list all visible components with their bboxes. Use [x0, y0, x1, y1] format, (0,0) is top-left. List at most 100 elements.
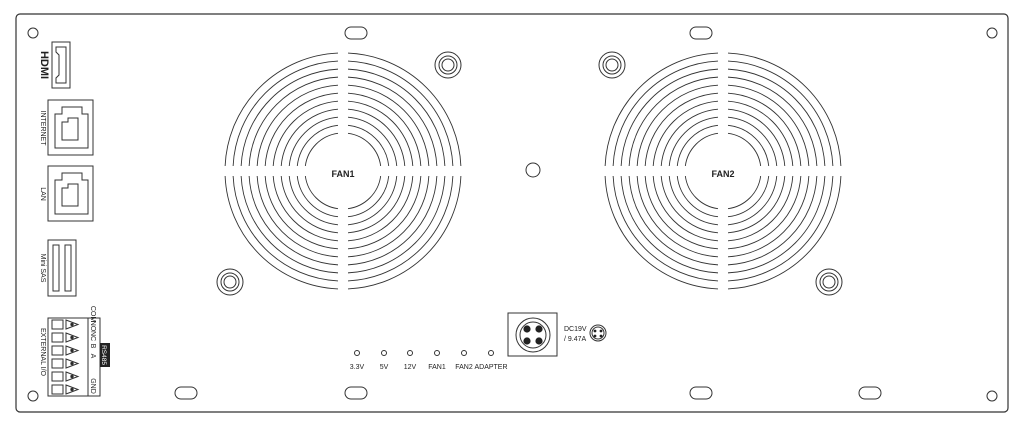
lan-label: LAN [39, 187, 46, 201]
terminal-label-com: COM [89, 306, 96, 323]
grille-arc [347, 60, 454, 167]
led-fan1 [434, 350, 440, 356]
internet-label: INTERNET [39, 111, 46, 147]
terminal-dot [70, 335, 74, 340]
grille-arc [684, 132, 719, 167]
slot-hole-top-1 [344, 26, 368, 40]
terminal-screw [51, 332, 64, 343]
grille-arc [347, 175, 454, 282]
grille-arc [727, 175, 770, 218]
grille-arc [264, 92, 339, 167]
minisas-label: Mini SAS [39, 254, 46, 283]
led-5v [381, 350, 387, 356]
grille-arc [347, 84, 430, 167]
grille-arc [684, 175, 719, 210]
grille-arc [727, 84, 810, 167]
grille-arc [256, 175, 339, 258]
corner-hole-bottom-left [27, 390, 39, 402]
standoff-screw-2 [598, 51, 626, 79]
grille-arc [304, 132, 339, 167]
grille-arc [644, 175, 719, 250]
terminal-label-b: B [89, 344, 96, 349]
fan1-label: FAN1 [331, 169, 354, 179]
center-mount-hole [525, 162, 541, 178]
terminal-clamp [65, 371, 80, 382]
grille-arc [347, 175, 390, 218]
terminal-dot [70, 348, 74, 353]
terminal-dot [70, 374, 74, 379]
grille-arc [727, 132, 762, 167]
power-polarity-icon [589, 324, 607, 342]
grille-arc [612, 175, 719, 282]
grille-arc [620, 175, 719, 274]
grille-arc [604, 175, 719, 290]
grille-arc [644, 92, 719, 167]
internet-port[interactable] [47, 99, 94, 156]
grille-arc [727, 100, 794, 167]
grille-arc [256, 84, 339, 167]
grille-arc [727, 92, 802, 167]
standoff-screw-3 [216, 268, 244, 296]
grille-arc [347, 175, 422, 250]
grille-arc [272, 175, 339, 242]
grille-arc [232, 175, 339, 282]
led-fan2 [461, 350, 467, 356]
grille-arc [288, 175, 339, 226]
led-label: 3.3V [350, 364, 365, 371]
terminal-screw [51, 358, 64, 369]
grille-arc [727, 116, 778, 167]
grille-arc [727, 175, 842, 290]
terminal-dot [70, 387, 74, 392]
grille-arc [347, 68, 446, 167]
grille-arc [612, 60, 719, 167]
grille-arc [727, 175, 810, 258]
rs485-badge [100, 343, 110, 367]
grille-arc [264, 175, 339, 250]
led-label: 12V [404, 364, 417, 371]
grille-arc [628, 175, 719, 266]
lan-port[interactable] [47, 165, 94, 222]
grille-arc [636, 175, 719, 258]
slot-hole-bottom-3 [689, 386, 713, 400]
dc-power-connector[interactable] [507, 312, 558, 357]
rs485-label: RS485 [100, 345, 107, 365]
terminal-screw [51, 345, 64, 356]
minisas-port[interactable] [47, 239, 77, 297]
terminal-dot [70, 322, 74, 327]
terminal-dot [70, 361, 74, 366]
grille-arc [347, 175, 398, 226]
power-rating-line1: DC19V [564, 326, 587, 333]
terminal-screw [51, 384, 64, 395]
grille-arc [604, 52, 719, 167]
hdmi-port[interactable] [51, 41, 71, 89]
grille-arc [224, 52, 339, 167]
grille-arc [727, 76, 818, 167]
grille-arc [652, 175, 719, 242]
grille-arc [660, 175, 719, 234]
grille-arc [676, 175, 719, 218]
terminal-label-a: A [89, 354, 96, 359]
grille-arc [727, 60, 834, 167]
grille-arc [676, 124, 719, 167]
grille-arc [347, 52, 462, 167]
external-io-label: EXTERNAL I/O [39, 328, 46, 377]
led-adapter [488, 350, 494, 356]
terminal-label-no: NO [89, 321, 96, 332]
hdmi-logo: HDMI [38, 51, 50, 79]
grille-arc [727, 175, 802, 250]
grille-arc [727, 52, 842, 167]
grille-arc [727, 175, 834, 282]
grille-arc [727, 175, 786, 234]
grille-arc [636, 84, 719, 167]
corner-hole-top-left [27, 27, 39, 39]
grille-arc [248, 175, 339, 266]
grille-arc [347, 175, 414, 242]
grille-arc [347, 116, 398, 167]
panel-outline [15, 13, 1009, 413]
external-io-terminal-block[interactable] [47, 317, 101, 397]
terminal-clamp [65, 358, 80, 369]
grille-arc [660, 108, 719, 167]
grille-arc [232, 60, 339, 167]
grille-arc [280, 108, 339, 167]
